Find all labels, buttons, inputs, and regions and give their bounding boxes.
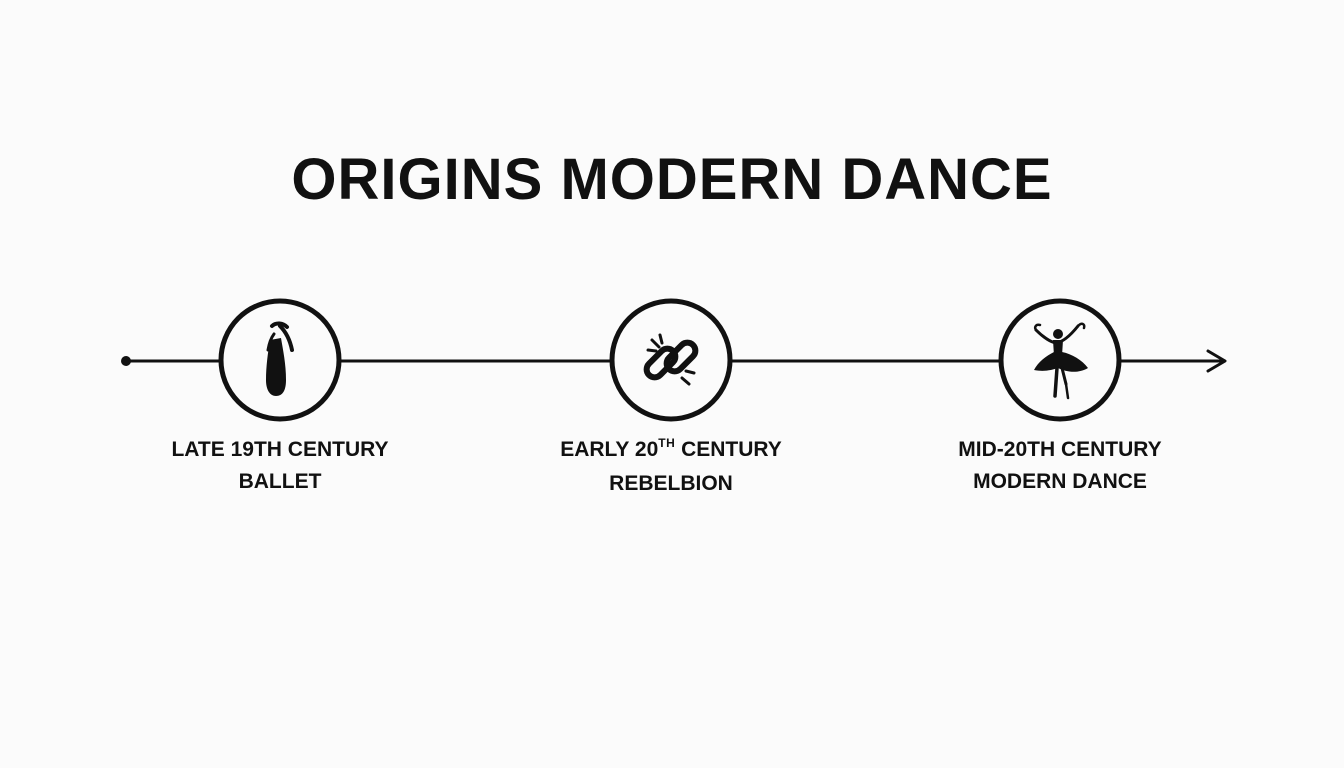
page-title: ORIGINS MODERN DANCE [291,147,1053,212]
milestone-period-2: EARLY 20TH CENTURY [521,434,821,468]
broken-chain-icon [643,333,699,386]
milestone-period-1: LATE 19TH CENTURY [171,438,389,461]
pointe-shoe-icon [266,321,294,396]
milestone-title-2: REBELBION [609,472,733,495]
milestone-node-1 [218,298,342,422]
milestone-node-2 [609,298,733,422]
milestone-label-3: MID-20TH CENTURY MODERN DANCE [910,434,1210,498]
milestone-period-2-prefix: EARLY 20 [560,438,659,461]
milestone-label-2: EARLY 20TH CENTURY REBELBION [521,434,821,500]
milestone-node-3 [998,298,1122,422]
milestone-period-3: MID-20TH CENTURY [958,438,1162,461]
milestone-title-3: MODERN DANCE [973,470,1147,493]
milestone-title-1: BALLET [238,470,322,493]
dancer-icon [1033,322,1088,400]
milestone-period-2-ordinal: TH [658,436,676,450]
milestone-label-1: LATE 19TH CENTURY BALLET [130,434,430,498]
timeline-arrowhead [1206,349,1227,373]
milestone-period-2-suffix: CENTURY [675,438,782,461]
